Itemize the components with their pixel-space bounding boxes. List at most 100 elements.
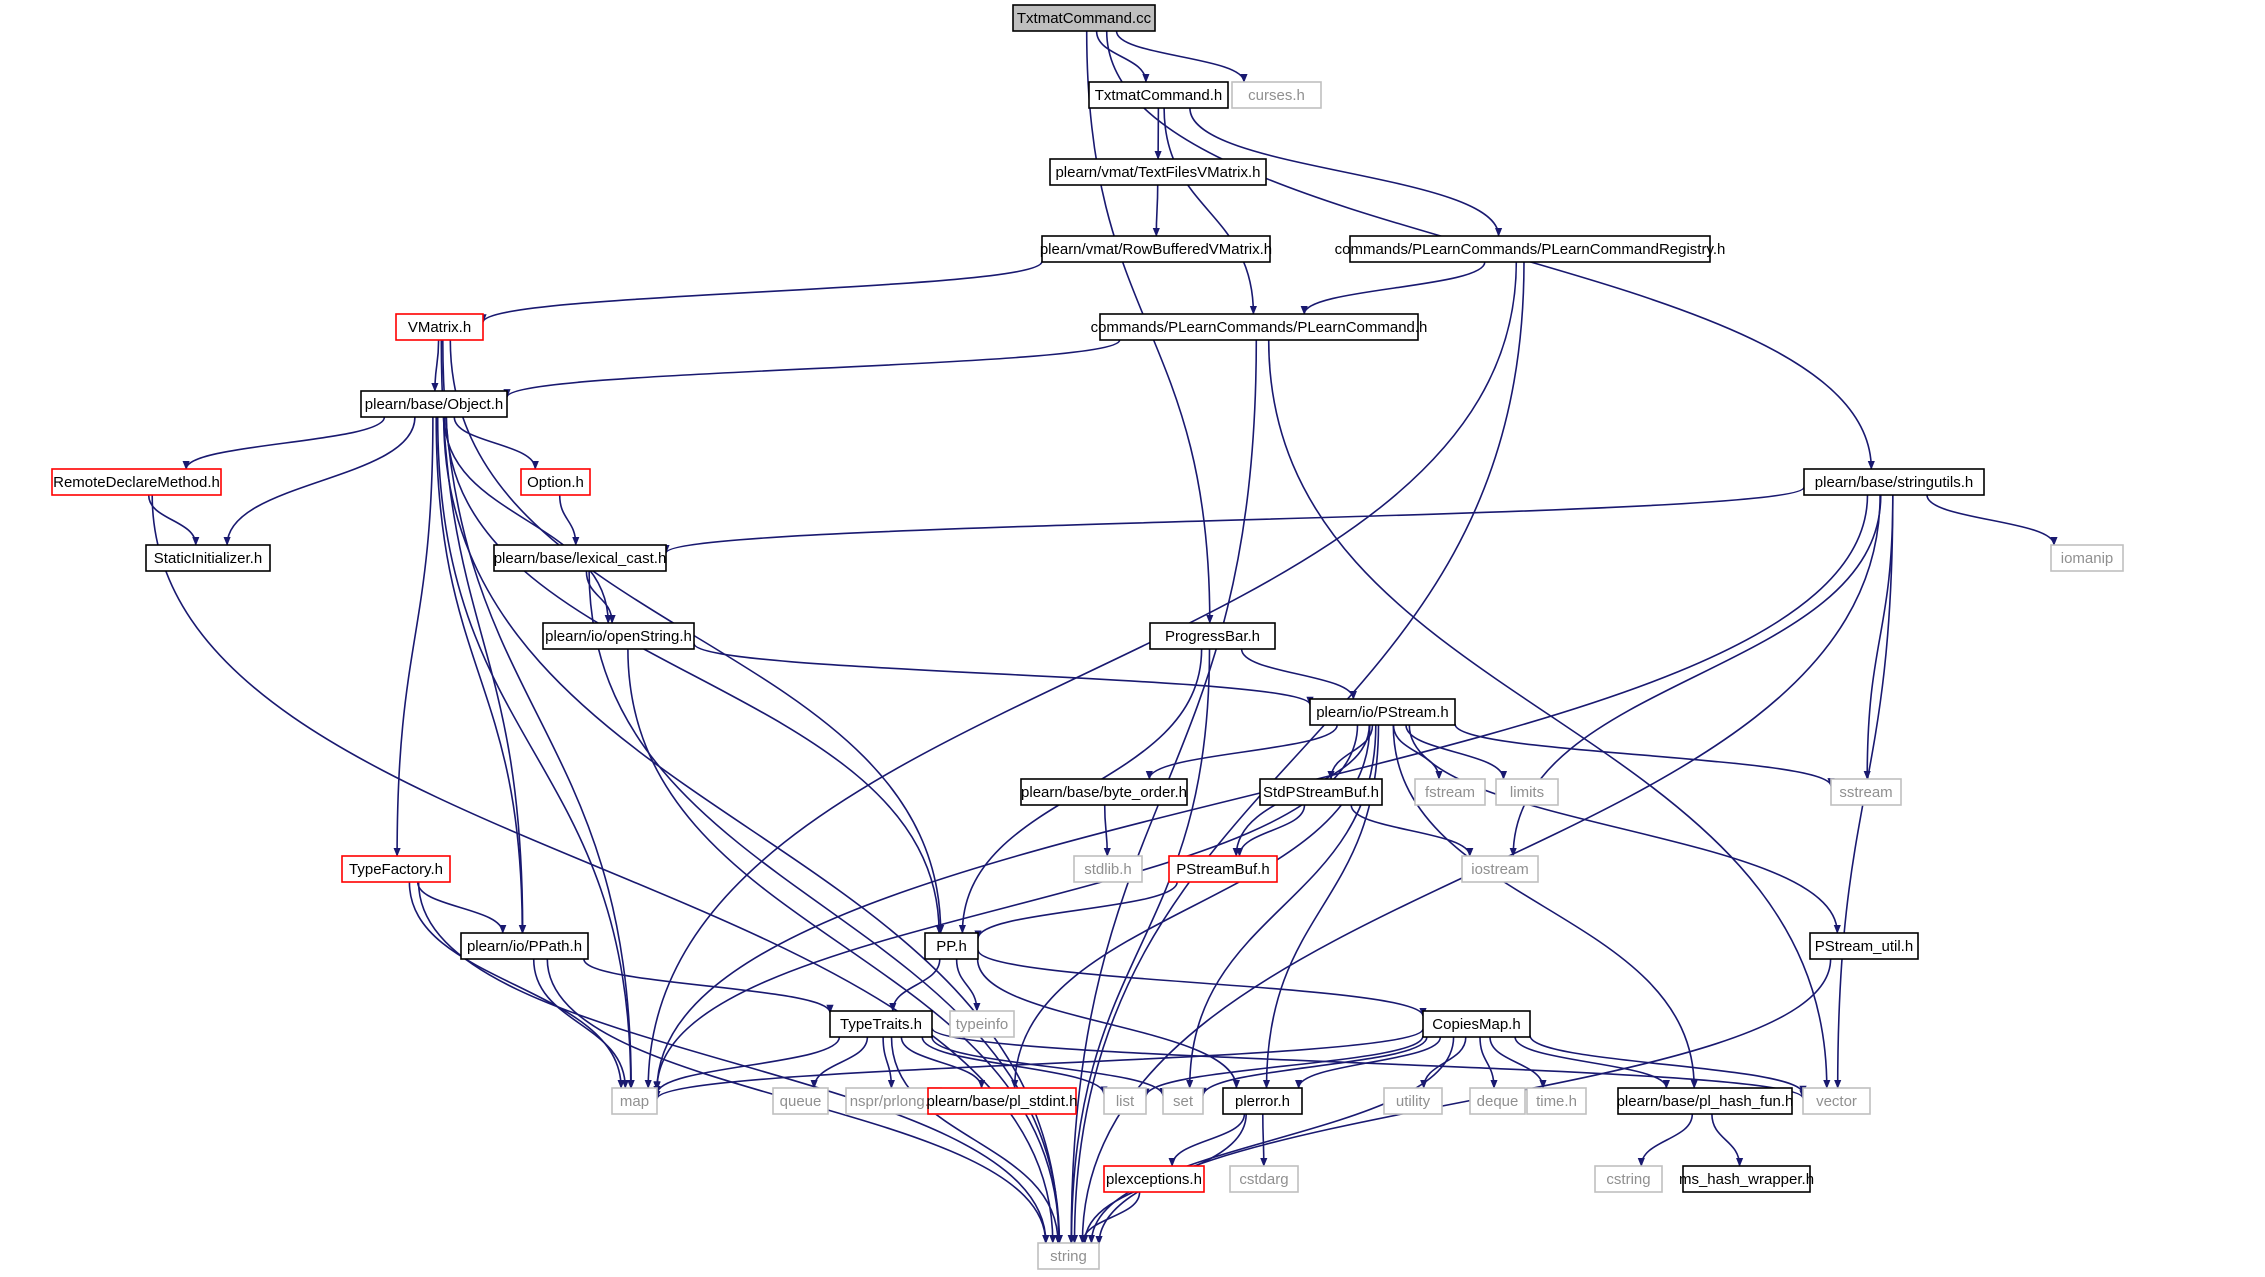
- node-box: [1830, 778, 1902, 806]
- node-vmatrix[interactable]: VMatrix.h: [395, 313, 484, 341]
- node-deque: deque: [1469, 1087, 1526, 1115]
- node-label: RemoteDeclareMethod.h: [53, 474, 220, 491]
- node-box: [1383, 1087, 1443, 1115]
- node-label: TypeFactory.h: [349, 861, 443, 878]
- node-remote[interactable]: RemoteDeclareMethod.h: [51, 468, 222, 496]
- edge-typetraits-to-string: [890, 1036, 1062, 1244]
- node-plerror[interactable]: plerror.h: [1222, 1087, 1303, 1115]
- node-option[interactable]: Option.h: [520, 468, 591, 496]
- edge-vmatrix-to-pp: [449, 339, 945, 934]
- node-psbuf[interactable]: PStreamBuf.h: [1168, 855, 1278, 883]
- edge-registry-to-plcmd: [1300, 261, 1486, 315]
- edge-openstring-to-pstream: [693, 643, 1314, 706]
- node-label: curses.h: [1248, 87, 1305, 104]
- node-label: commands/PLearnCommands/PLearnCommandReg…: [1335, 241, 1726, 258]
- node-box: [1682, 1165, 1811, 1193]
- node-textfiles[interactable]: plearn/vmat/TextFilesVMatrix.h: [1049, 158, 1267, 186]
- edge-pstream-to-sstream: [1454, 723, 1835, 788]
- node-list: list: [1103, 1087, 1147, 1115]
- node-box: [1222, 1087, 1303, 1115]
- edge-remote-to-string: [151, 494, 1057, 1244]
- node-byteorder[interactable]: plearn/base/byte_order.h: [1020, 778, 1188, 806]
- edge-pstream-to-hashfun: [1392, 724, 1698, 1089]
- node-typeinfo: typeinfo: [949, 1010, 1015, 1038]
- node-box: [493, 544, 667, 572]
- node-stdpsbuf[interactable]: StdPStreamBuf.h: [1259, 778, 1383, 806]
- node-label: time.h: [1536, 1093, 1577, 1110]
- node-plstdint[interactable]: plearn/base/pl_stdint.h: [927, 1087, 1078, 1115]
- node-txtmath[interactable]: TxtmatCommand.h: [1088, 81, 1229, 109]
- node-box: [341, 855, 451, 883]
- node-copiesmap[interactable]: CopiesMap.h: [1422, 1010, 1531, 1038]
- node-label: StaticInitializer.h: [154, 550, 262, 567]
- node-staticinit[interactable]: StaticInitializer.h: [145, 544, 271, 572]
- edge-copiesmap-to-string: [1087, 1036, 1455, 1244]
- edge-pstream-to-byteorder: [1145, 724, 1338, 780]
- node-label: iomanip: [2061, 550, 2114, 567]
- node-mshash[interactable]: ms_hash_wrapper.h: [1679, 1165, 1814, 1193]
- node-typetraits[interactable]: TypeTraits.h: [829, 1010, 933, 1038]
- node-box: [829, 1010, 933, 1038]
- node-box: [949, 1010, 1015, 1038]
- node-lexical[interactable]: plearn/base/lexical_cast.h: [493, 544, 667, 572]
- node-label: plearn/vmat/RowBufferedVMatrix.h: [1040, 241, 1272, 258]
- node-label: plerror.h: [1235, 1093, 1290, 1110]
- node-box: [1469, 1087, 1526, 1115]
- edge-stringutils-to-iomanip: [1926, 494, 2058, 546]
- edge-pp-to-copiesmap: [977, 949, 1427, 1017]
- edge-typefactory-to-map: [408, 881, 625, 1089]
- edge-openstring-to-string: [627, 648, 1063, 1244]
- node-typefactory[interactable]: TypeFactory.h: [341, 855, 451, 883]
- node-label: PStream_util.h: [1815, 938, 1913, 955]
- edge-copiesmap-to-hashfun: [1514, 1036, 1670, 1089]
- node-box: [51, 468, 222, 496]
- node-map: map: [611, 1087, 658, 1115]
- edge-pstream-to-pputil: [1408, 724, 1841, 934]
- node-prlong: nspr/prlong.h: [845, 1087, 942, 1115]
- node-label: queue: [780, 1093, 822, 1110]
- node-box: [1149, 622, 1276, 650]
- edge-copiesmap-to-timeh: [1489, 1036, 1547, 1089]
- edge-plerror-to-cstdarg: [1260, 1113, 1268, 1167]
- node-hashfun[interactable]: plearn/base/pl_hash_fun.h: [1617, 1087, 1794, 1115]
- node-rowbuf[interactable]: plearn/vmat/RowBufferedVMatrix.h: [1040, 235, 1272, 263]
- edge-stringutils-to-lexical: [662, 486, 1805, 554]
- node-pstream[interactable]: plearn/io/PStream.h: [1309, 698, 1456, 726]
- edge-plcmd-to-object: [503, 339, 1121, 399]
- node-box: [1073, 855, 1143, 883]
- node-registry[interactable]: commands/PLearnCommands/PLearnCommandReg…: [1335, 235, 1726, 263]
- node-object[interactable]: plearn/base/Object.h: [360, 390, 508, 418]
- edge-option-to-lexical: [558, 494, 580, 546]
- node-iomanip: iomanip: [2050, 544, 2124, 572]
- node-ppath[interactable]: plearn/io/PPath.h: [460, 932, 589, 960]
- node-box: [520, 468, 591, 496]
- edge-progress-to-pstream: [1240, 648, 1357, 700]
- node-vector: vector: [1802, 1087, 1871, 1115]
- node-stringutils[interactable]: plearn/base/stringutils.h: [1803, 468, 1985, 496]
- edge-object-to-remote: [182, 416, 386, 470]
- node-label: PStreamBuf.h: [1176, 861, 1269, 878]
- node-label: CopiesMap.h: [1432, 1016, 1520, 1033]
- node-box: [542, 622, 695, 650]
- node-box: [1594, 1165, 1663, 1193]
- node-box: [1229, 1165, 1299, 1193]
- node-timeh: time.h: [1526, 1087, 1587, 1115]
- node-pp[interactable]: PP.h: [924, 932, 979, 960]
- node-label: plearn/base/Object.h: [365, 396, 503, 413]
- edge-vmatrix-to-object: [431, 339, 440, 392]
- node-plexc[interactable]: plexceptions.h: [1103, 1165, 1205, 1193]
- node-box: [1495, 778, 1559, 806]
- node-root[interactable]: TxtmatCommand.cc: [1012, 4, 1156, 32]
- node-label: PP.h: [936, 938, 967, 955]
- edge-copiesmap-to-plerror: [1295, 1036, 1442, 1089]
- node-label: VMatrix.h: [408, 319, 471, 336]
- node-label: deque: [1477, 1093, 1519, 1110]
- edge-hashfun-to-mshash: [1711, 1113, 1744, 1167]
- node-label: TxtmatCommand.cc: [1017, 10, 1152, 27]
- node-cstring: cstring: [1594, 1165, 1663, 1193]
- node-progress[interactable]: ProgressBar.h: [1149, 622, 1276, 650]
- node-pputil[interactable]: PStream_util.h: [1809, 932, 1919, 960]
- node-plcmd[interactable]: commands/PLearnCommands/PLearnCommand.h: [1091, 313, 1428, 341]
- node-openstring[interactable]: plearn/io/openString.h: [542, 622, 695, 650]
- node-label: plearn/io/openString.h: [545, 628, 692, 645]
